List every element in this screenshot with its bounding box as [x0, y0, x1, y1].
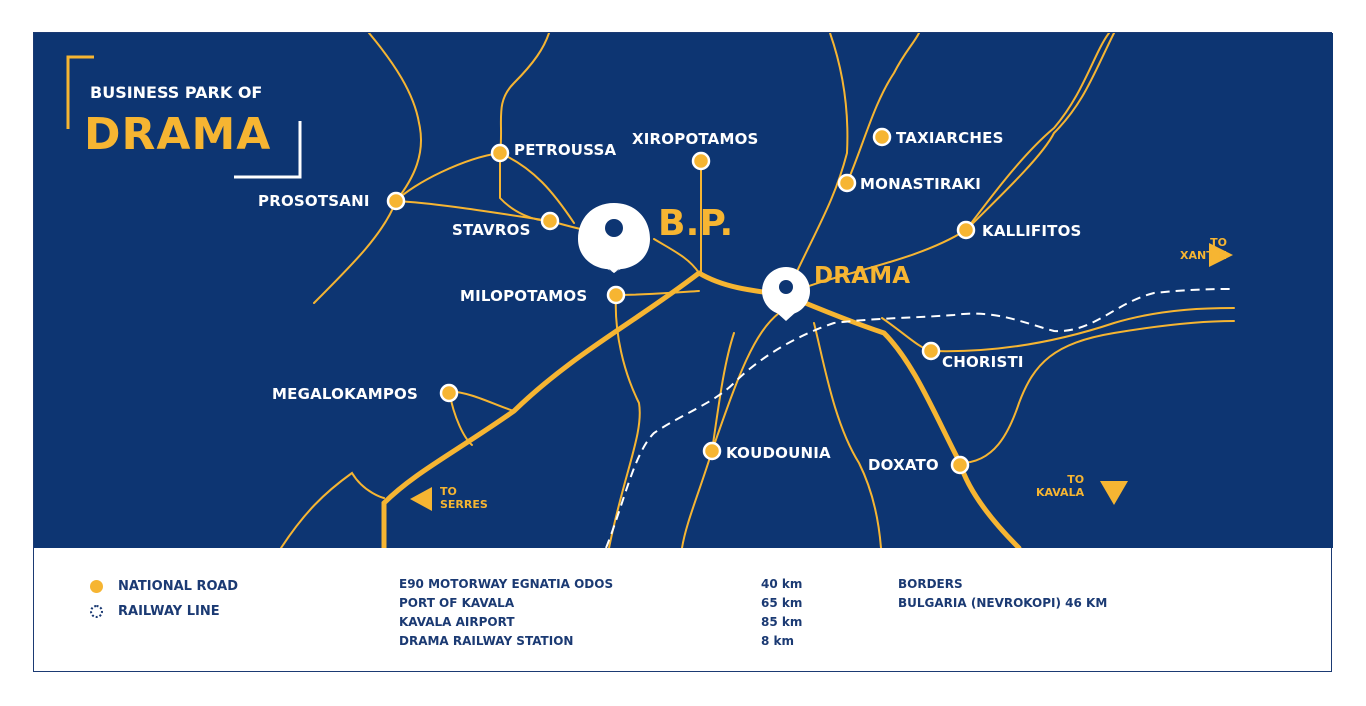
direction-serres: TO SERRES	[440, 485, 488, 511]
map-area: BUSINESS PARK OF DRAMA PETROUSSA XIROPOT…	[34, 33, 1333, 548]
dot-marker-icon	[439, 383, 459, 403]
place-kallifitos: KALLIFITOS	[982, 222, 1082, 240]
place-koudounia: KOUDOUNIA	[726, 444, 831, 462]
place-dots	[386, 127, 976, 475]
triangle-arrow-icon	[1209, 243, 1233, 267]
place-monastiraki: MONASTIRAKI	[860, 175, 982, 193]
dot-marker-icon	[872, 127, 892, 147]
direction-xanthi: TO XANTHI	[1180, 236, 1228, 262]
dot-marker-icon	[837, 173, 857, 193]
dot-marker-icon	[950, 455, 970, 475]
map-pin-icon	[762, 267, 810, 321]
distance-value: 65 km	[761, 596, 803, 610]
dot-marker-icon	[490, 143, 510, 163]
title-line-2: DRAMA	[84, 109, 272, 160]
dot-marker-icon	[956, 220, 976, 240]
distance-value: 8 km	[761, 634, 795, 648]
dot-marker-icon	[702, 441, 722, 461]
distance-name: PORT OF KAVALA	[399, 596, 515, 610]
drama-marker-label: DRAMA	[814, 263, 911, 289]
distance-name: KAVALA AIRPORT	[399, 615, 515, 629]
legend-railway-line: RAILWAY LINE	[118, 604, 220, 619]
borders-value: BULGARIA (NEVROKOPI) 46 KM	[898, 596, 1108, 610]
legend: NATIONAL ROAD RAILWAY LINE E90 MOTORWAY …	[34, 548, 1333, 673]
place-doxato: DOXATO	[868, 456, 939, 474]
national-road-dot-icon	[90, 580, 103, 593]
title-line-1: BUSINESS PARK OF	[90, 83, 263, 102]
dot-marker-icon	[921, 341, 941, 361]
distance-name: E90 MOTORWAY EGNATIA ODOS	[399, 577, 614, 591]
place-stavros: STAVROS	[452, 221, 531, 239]
map-pin-icon	[578, 203, 650, 273]
map-card: BUSINESS PARK OF DRAMA PETROUSSA XIROPOT…	[33, 32, 1333, 673]
place-prosotsani: PROSOTSANI	[258, 192, 370, 210]
borders-title: BORDERS	[898, 577, 963, 591]
place-taxiarches: TAXIARCHES	[896, 129, 1004, 147]
place-choristi: CHORISTI	[942, 353, 1024, 371]
place-xiropotamos: XIROPOTAMOS	[632, 130, 759, 148]
triangle-arrow-icon	[1100, 481, 1128, 505]
direction-kavala: TO KAVALA	[1036, 473, 1085, 499]
legend-national-road: NATIONAL ROAD	[118, 579, 239, 594]
distance-name: DRAMA RAILWAY STATION	[399, 634, 574, 648]
dot-marker-icon	[606, 285, 626, 305]
distance-value: 85 km	[761, 615, 803, 629]
railway-line-dot-icon	[90, 605, 103, 618]
dot-marker-icon	[540, 211, 560, 231]
dot-marker-icon	[386, 191, 406, 211]
place-petroussa: PETROUSSA	[514, 141, 617, 159]
place-milopotamos: MILOPOTAMOS	[460, 287, 588, 305]
bp-marker-label: B.P.	[658, 203, 734, 244]
distance-value: 40 km	[761, 577, 803, 591]
place-megalokampos: MEGALOKAMPOS	[272, 385, 418, 403]
dot-marker-icon	[691, 151, 711, 171]
road-network	[66, 33, 1235, 548]
triangle-arrow-icon	[410, 487, 432, 511]
